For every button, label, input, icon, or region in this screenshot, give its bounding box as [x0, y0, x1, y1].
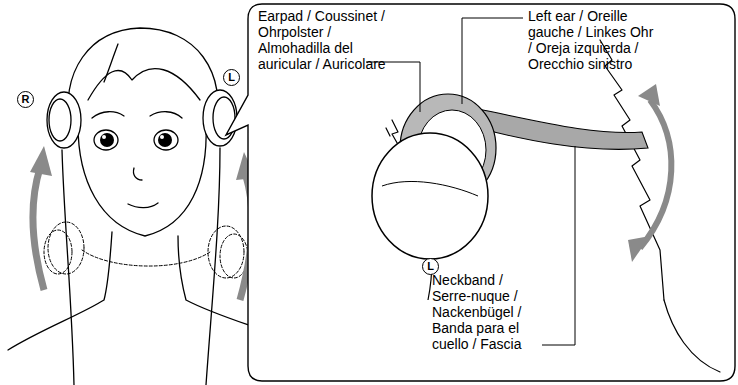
side-mark: R	[17, 91, 34, 108]
side-mark: L	[422, 258, 439, 275]
side-letter: R	[22, 94, 30, 105]
part-label: Left ear / Oreille gauche / Linkes Ohr /…	[528, 8, 656, 72]
callout-panel: Earpad / Coussinet / Ohrpolster / Almoha…	[222, 2, 736, 383]
part-label: Earpad / Coussinet / Ohrpolster / Almoha…	[258, 8, 394, 72]
side-letter: L	[427, 261, 434, 272]
part-label: Neckband / Serre-nuque / Nackenbügel / B…	[432, 272, 538, 352]
side-letter: L	[228, 72, 235, 83]
side-mark: L	[223, 69, 240, 86]
